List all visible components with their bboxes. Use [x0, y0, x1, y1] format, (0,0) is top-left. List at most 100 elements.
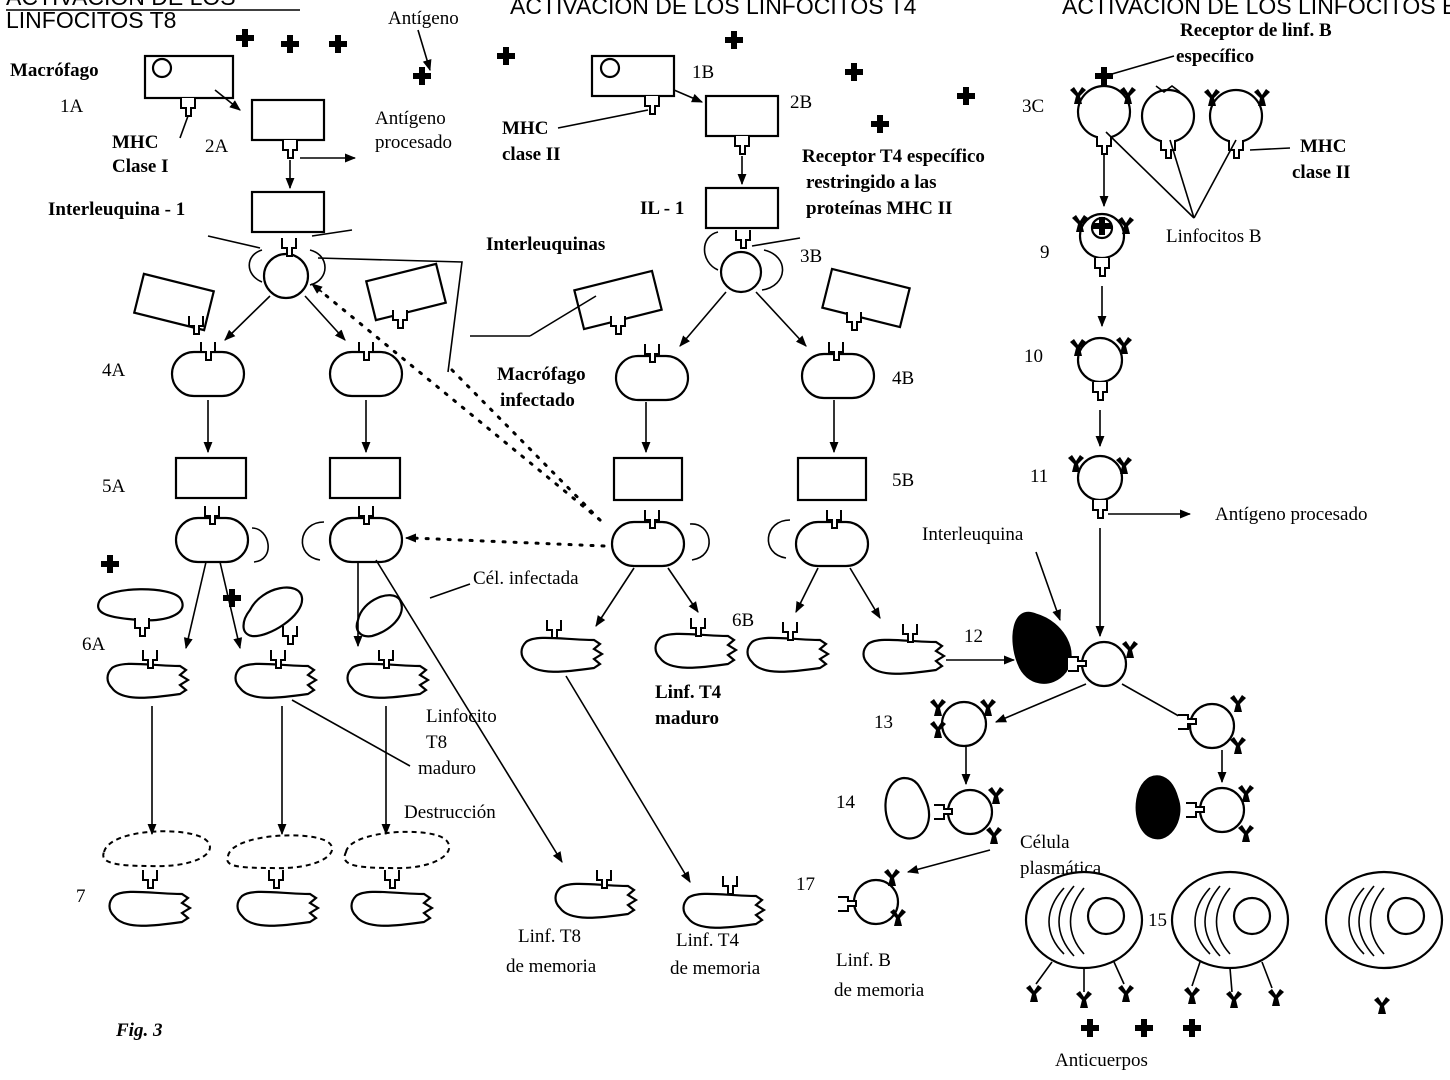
b-cell-3c-2: [1140, 88, 1196, 144]
t4-helper-cell-14-left: [884, 776, 931, 840]
step-6a: 6A: [82, 634, 106, 655]
step-4a: 4A: [102, 360, 126, 381]
il-bubble-3a-left: [248, 249, 263, 283]
label-linf-t4-maduro-2: maduro: [655, 708, 719, 729]
label-antigeno: Antígeno: [388, 8, 459, 29]
t4-helper-cell-14-right: [1135, 775, 1181, 840]
arrow-1a-2a: [214, 89, 241, 111]
t4-cell-5b-1-box: [612, 456, 684, 502]
arrow-3b-4b-right: [755, 291, 807, 347]
il-bubble-5a-2: [301, 521, 325, 561]
arrow-5a-t8-memoria: [375, 559, 563, 863]
il-bubble-5b-1: [689, 523, 710, 561]
receptor-6a-infected-1: [134, 617, 150, 637]
t8-cell-2a: [250, 98, 326, 142]
step-11: 11: [1030, 466, 1048, 487]
label-linf-t8-memoria-1: Linf. T8: [518, 926, 581, 947]
mhc-1a-receptor: [180, 97, 196, 117]
label-mhc-clase-ii-c-2: clase II: [1292, 162, 1351, 183]
label-antigeno-procesado-a-1: Antígeno: [375, 108, 446, 129]
antigen-6a-1: [101, 555, 119, 573]
step-1b: 1B: [692, 62, 714, 83]
b-cell-3c-3: [1208, 88, 1264, 144]
arrow-12-13-left: [994, 683, 1087, 723]
receptor-7-3: [384, 869, 400, 889]
dots-il-to-3a: [310, 282, 602, 522]
label-linf-t4-memoria-2: de memoria: [670, 958, 761, 979]
receptor-6b-4: [902, 623, 918, 643]
t8-cell-4a-right: [364, 262, 448, 322]
pointer-il1: [207, 235, 261, 249]
label-cel-infectada: Cél. infectada: [473, 568, 579, 589]
t4-helper-cell-12: [1012, 611, 1072, 684]
receptor-4b-left: [610, 315, 626, 335]
label-macrofago-infectado-1: Macrófago: [497, 364, 586, 385]
secretion-line-5: [1229, 967, 1233, 993]
b-receptor-14d: [1238, 825, 1254, 842]
t8-cell-3a: [250, 190, 326, 234]
step-14: 14: [836, 792, 856, 813]
mhc-9: [1094, 257, 1110, 277]
receptor-t4-memory: [722, 875, 738, 895]
arrow-1b-2b: [673, 89, 704, 103]
label-macrofago: Macrófago: [10, 60, 99, 81]
pointer-t8-maduro: [291, 699, 411, 767]
label-mhc-clase-ii-b-1: MHC: [502, 118, 548, 139]
il-bubble-3b-left: [703, 231, 719, 271]
arrow-5b-6b-1: [595, 567, 635, 627]
t4-memory-cell: [682, 892, 766, 929]
infected-cell-6a-2: [242, 586, 304, 638]
label-mhc-clase-ii-b-2: clase II: [502, 144, 561, 165]
step-9: 9: [1040, 242, 1050, 263]
pointer-receptor-b: [1111, 55, 1175, 75]
pointer-lb-1: [1105, 131, 1195, 219]
pointer-cel-infectada: [429, 583, 471, 599]
b-receptor-13d: [1230, 695, 1246, 712]
receptor-7-1: [142, 869, 158, 889]
label-linfocito-t8-maduro-3: maduro: [418, 758, 476, 779]
step-2a: 2A: [205, 136, 229, 157]
secretion-line-4: [1191, 961, 1201, 987]
plasma-cell-1: [1024, 870, 1144, 970]
step-3c: 3C: [1022, 96, 1044, 117]
step-1a: 1A: [60, 96, 84, 117]
arrow-5b-6b-3: [795, 567, 819, 614]
t4-cell-5b-2-box: [796, 456, 868, 502]
b-cell-13-left: [940, 700, 988, 748]
t4-cell-3b-box: [704, 186, 780, 230]
step-17: 17: [796, 874, 815, 895]
il-bubble-5a-1: [251, 527, 269, 563]
label-antigeno-procesado-c: Antígeno procesado: [1215, 504, 1367, 525]
b-cell-14-right: [1198, 786, 1246, 834]
step-12: 12: [964, 626, 983, 647]
pointer-interleuquina: [1035, 551, 1061, 622]
t4-mature-6b-4: [862, 638, 946, 675]
label-linf-t4-memoria-1: Linf. T4: [676, 930, 739, 951]
mhc-10: [1092, 381, 1108, 401]
b-memory-cell: [852, 878, 900, 926]
label-destruccion: Destrucción: [404, 802, 496, 823]
t8-cell-7-1: [108, 890, 192, 927]
label-linfocito-t8-maduro-1: Linfocito: [426, 706, 497, 727]
infected-cell-6a-3: [355, 594, 403, 638]
arrow-5a-6a-1: [183, 561, 207, 650]
dots-il-mid: [450, 368, 602, 522]
secretion-line-1: [1035, 961, 1053, 985]
pointer-interleuquinas-b: [529, 295, 597, 337]
step-4b: 4B: [892, 368, 914, 389]
b-cell-13-right: [1188, 702, 1236, 750]
antigen-6a-2: [223, 589, 241, 607]
secretion-line-6: [1261, 961, 1273, 989]
step-7: 7: [76, 886, 86, 907]
header-b: ACTIVACIÓN DE LOS LINFOCITOS B: [1062, 0, 1450, 19]
macrophage-1a-vacuole: [151, 57, 173, 79]
t8-memory-cell: [554, 882, 638, 919]
antibodies: [1026, 985, 1390, 1037]
label-receptor-t4-1: Receptor T4 específico: [802, 146, 985, 167]
antigen-on-b-3c: [1095, 67, 1113, 85]
b-cell-3c-1: [1076, 84, 1132, 140]
t4-cell-2b: [704, 94, 780, 138]
infected-cell-6a-1: [97, 588, 184, 622]
